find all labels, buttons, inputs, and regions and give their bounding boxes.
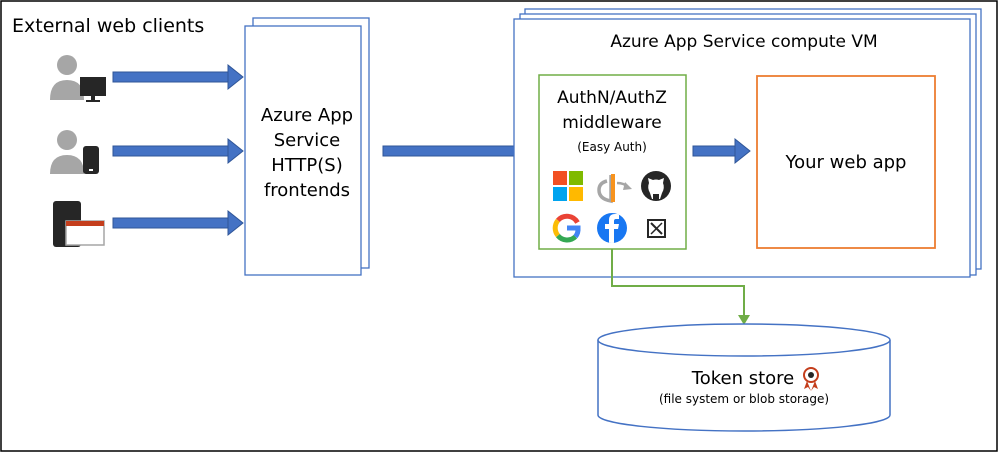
github-icon: [641, 171, 671, 201]
device-browser-icon: [53, 201, 105, 247]
frontends-box: [244, 25, 362, 276]
middleware-to-webapp-arrow: [692, 137, 751, 165]
middleware-to-token-store-connector: [611, 249, 750, 325]
desktop-user-icon: [50, 55, 106, 102]
middleware-title-line-2: middleware: [562, 113, 661, 133]
web-app-box: [756, 75, 936, 249]
middleware-title-line-1: AuthN/AuthZ: [557, 88, 667, 108]
frontends-line-3: HTTP(S): [271, 155, 343, 176]
web-app-label: Your web app: [785, 152, 907, 173]
google-icon: [552, 213, 581, 243]
token-store-cylinder: [597, 323, 891, 432]
frontends-label: Azure App Service HTTP(S) frontends: [261, 105, 353, 201]
frontends-line-4: frontends: [264, 180, 350, 201]
frontends-line-1: Azure App: [261, 105, 353, 126]
token-store-subtitle: (file system or blob storage): [659, 392, 829, 406]
middleware-subtitle: (Easy Auth): [577, 140, 647, 154]
token-store-title: Token store: [691, 368, 794, 389]
compute-vm-title: Azure App Service compute VM: [610, 32, 877, 52]
openid-icon: [597, 174, 632, 204]
certificate-icon: [803, 367, 819, 391]
x-icon: [647, 219, 666, 238]
client-arrow-1: [112, 63, 244, 91]
mobile-user-icon: [50, 130, 99, 174]
microsoft-icon: [553, 171, 583, 201]
facebook-icon: [597, 213, 627, 243]
frontends-line-2: Service: [274, 130, 341, 151]
client-arrow-3: [112, 209, 244, 237]
client-arrow-2: [112, 137, 244, 165]
external-clients-label: External web clients: [12, 15, 204, 37]
